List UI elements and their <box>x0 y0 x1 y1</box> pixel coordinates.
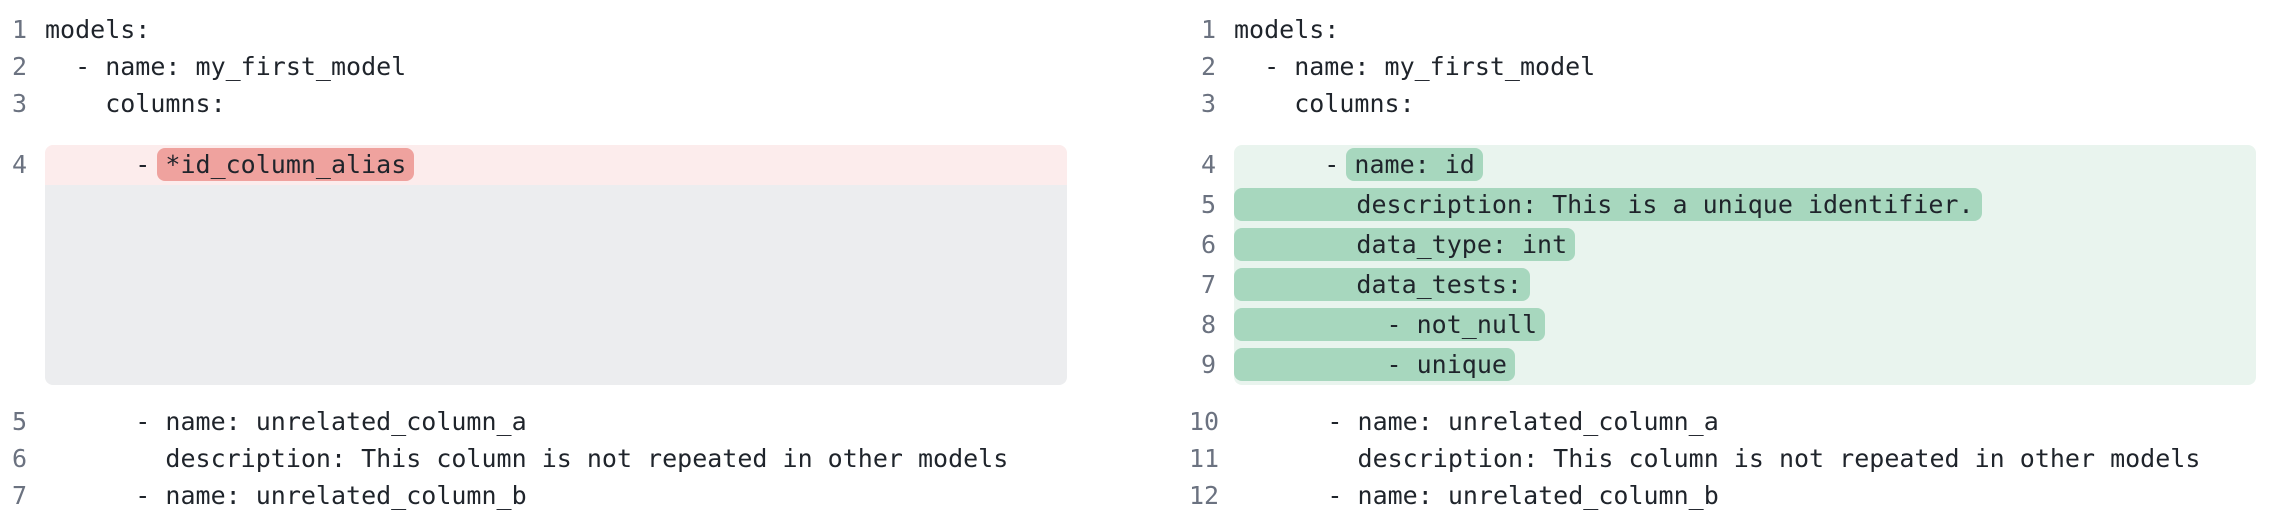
code-text: - name: my_first_model <box>45 52 407 81</box>
added-token-highlight: name: id <box>1346 148 1483 181</box>
line-number: 5 <box>1200 190 1216 219</box>
code-line: 10 - name: unrelated_column_a <box>1189 403 2278 440</box>
code-line: 7 - name: unrelated_column_b <box>0 477 1089 514</box>
code-line: 1 models: <box>1189 11 2278 48</box>
line-number: 1 <box>1200 15 1216 44</box>
line-number: 7 <box>11 481 27 510</box>
code-line: 6 description: This column is not repeat… <box>0 440 1089 477</box>
code-text: models: <box>1234 15 1340 44</box>
line-number: 8 <box>1200 310 1216 339</box>
code-line: 7 data_tests: <box>1189 265 2256 305</box>
code-text: - name: my_first_model <box>1234 52 1596 81</box>
collapsed-spacer <box>0 185 1067 385</box>
code-text: - name: unrelated_column_b <box>45 481 527 510</box>
collapsed-spacer-background <box>45 185 1067 385</box>
code-line: 2 - name: my_first_model <box>1189 48 2278 85</box>
removed-hunk: 4 - *id_column_alias <box>0 145 1067 385</box>
line-number: 2 <box>1200 52 1216 81</box>
line-number: 2 <box>11 52 27 81</box>
code-line: 5 description: This is a unique identifi… <box>1189 185 2256 225</box>
code-text: - *id_column_alias <box>45 145 1067 185</box>
line-number: 7 <box>1200 270 1216 299</box>
added-token-highlight: data_tests: <box>1234 268 1530 301</box>
code-line: 5 - name: unrelated_column_a <box>0 403 1089 440</box>
code-line: 3 columns: <box>0 85 1089 122</box>
code-text: columns: <box>1234 89 1415 118</box>
added-line-background <box>1234 145 2256 385</box>
code-text: - not_null <box>1234 305 2256 345</box>
code-line: 8 - not_null <box>1189 305 2256 345</box>
code-line: 3 columns: <box>1189 85 2278 122</box>
code-text: - name: unrelated_column_a <box>1237 407 1719 436</box>
removed-token-highlight: *id_column_alias <box>157 148 415 181</box>
code-line: 4 - *id_column_alias <box>0 145 1067 185</box>
code-line: 9 - unique <box>1189 345 2256 385</box>
code-text: data_tests: <box>1234 265 2256 305</box>
line-number: 5 <box>11 407 27 436</box>
code-line: 4 - name: id <box>1189 145 2256 185</box>
code-line: 11 description: This column is not repea… <box>1189 440 2278 477</box>
code-text: description: This column is not repeated… <box>1237 444 2201 473</box>
code-text: description: This column is not repeated… <box>45 444 1009 473</box>
code-text: - unique <box>1234 345 2256 385</box>
code-line: 12 - name: unrelated_column_b <box>1189 477 2278 514</box>
line-number: 9 <box>1200 350 1216 379</box>
code-text: data_type: int <box>1234 225 2256 265</box>
code-line: 2 - name: my_first_model <box>0 48 1089 85</box>
added-token-highlight: data_type: int <box>1234 228 1576 261</box>
code-text: - name: unrelated_column_a <box>45 407 527 436</box>
line-number: 3 <box>1200 89 1216 118</box>
line-number: 3 <box>11 89 27 118</box>
line-number: 4 <box>11 150 27 179</box>
line-number: 12 <box>1189 481 1220 510</box>
code-text: columns: <box>45 89 226 118</box>
line-number: 1 <box>11 15 27 44</box>
line-number: 10 <box>1189 407 1220 436</box>
code-text: models: <box>45 15 151 44</box>
added-token-highlight: - not_null <box>1234 308 1546 341</box>
code-line: 1 models: <box>0 11 1089 48</box>
code-text: - name: id <box>1234 145 2256 185</box>
code-text: description: This is a unique identifier… <box>1234 185 2256 225</box>
code-line: 6 data_type: int <box>1189 225 2256 265</box>
line-number: 11 <box>1189 444 1220 473</box>
code-text: - name: unrelated_column_b <box>1237 481 1719 510</box>
line-number: 4 <box>1200 150 1216 179</box>
added-token-highlight: description: This is a unique identifier… <box>1234 188 1982 221</box>
added-token-highlight: - unique <box>1234 348 1515 381</box>
line-number: 6 <box>11 444 27 473</box>
line-number: 6 <box>1200 230 1216 259</box>
